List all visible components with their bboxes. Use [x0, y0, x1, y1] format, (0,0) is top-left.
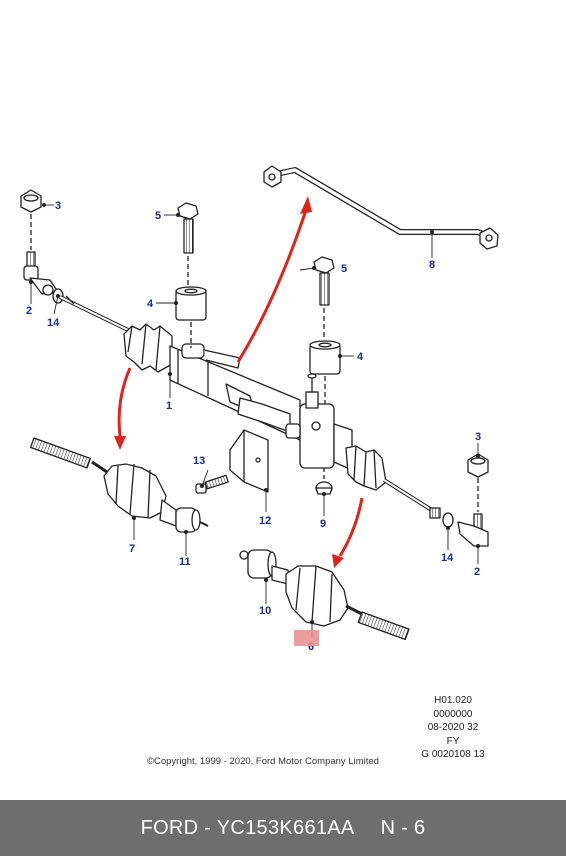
- callout-2-right: 2: [474, 566, 480, 578]
- callout-2-left: 2: [26, 305, 32, 317]
- leader-lines: [30, 204, 479, 638]
- callout-6: 6: [308, 641, 314, 653]
- callout-labels: 3 2 14 5 4 5 4 1 8 13 12 9 3 14 2 7 11 1…: [26, 200, 481, 653]
- steering-rack-housing: [123, 323, 441, 519]
- callout-7: 7: [129, 543, 135, 555]
- bush-left: [175, 286, 207, 348]
- upper-bolt-left: [177, 202, 199, 286]
- right-tie-rod-exploded: [239, 549, 410, 641]
- callout-10: 10: [259, 605, 271, 617]
- callout-14-left: 14: [47, 317, 60, 329]
- callout-5-right: 5: [341, 263, 347, 275]
- meta-line: G 0020108 13: [421, 749, 485, 760]
- meta-line: 08-2020 32: [427, 722, 479, 733]
- drawing-reference: H01.020 0000000 08-2020 32 FY G 0020108 …: [398, 694, 508, 762]
- direction-arrows: [117, 209, 364, 557]
- exploded-parts-diagram: 3 2 14 5 4 5 4 1 8 13 12 9 3 14 2 7 11 1…: [20, 165, 499, 653]
- position-label: N - 6: [380, 816, 426, 839]
- callout-1: 1: [166, 400, 172, 412]
- part-number: FORD - YC153K661AA: [140, 816, 355, 839]
- arrow-head-left: [114, 436, 126, 450]
- callout-dots: [29, 203, 480, 624]
- callout-11: 11: [179, 556, 191, 568]
- left-tie-rod-exploded: [29, 437, 209, 533]
- callout-4-left: 4: [147, 298, 154, 310]
- rubber-mount: [315, 468, 333, 495]
- callout-3-right: 3: [475, 431, 481, 443]
- footer-bar: FORD - YC153K661AA N - 6: [0, 800, 566, 856]
- meta-line: FY: [446, 735, 460, 747]
- callout-8: 8: [429, 259, 435, 271]
- callout-13: 13: [193, 455, 205, 467]
- highlight-marker: [294, 630, 319, 646]
- copyright-text: ©Copyright, 1999 - 2020, Ford Motor Comp…: [147, 756, 379, 767]
- meta-line: 0000000: [433, 708, 473, 720]
- right-tie-rod-end: [442, 453, 489, 547]
- callout-4-right: 4: [357, 351, 364, 363]
- callout-12: 12: [259, 515, 271, 527]
- arrow-head-up: [300, 196, 312, 214]
- bush-right: [309, 340, 341, 404]
- meta-line: H01.020: [434, 695, 472, 706]
- callout-9: 9: [320, 518, 326, 530]
- callout-5-left: 5: [155, 210, 161, 222]
- callout-14-right: 14: [441, 552, 454, 564]
- left-inner-tie-rod: [59, 295, 129, 332]
- callout-3-left: 3: [55, 200, 61, 212]
- upper-bolt-right: [313, 256, 335, 338]
- left-tie-rod-end: [20, 189, 64, 304]
- arrow-head-right: [332, 554, 344, 568]
- bracket-bolt: [195, 474, 229, 494]
- mounting-bracket: [229, 429, 269, 493]
- pressure-pipe: [263, 165, 499, 250]
